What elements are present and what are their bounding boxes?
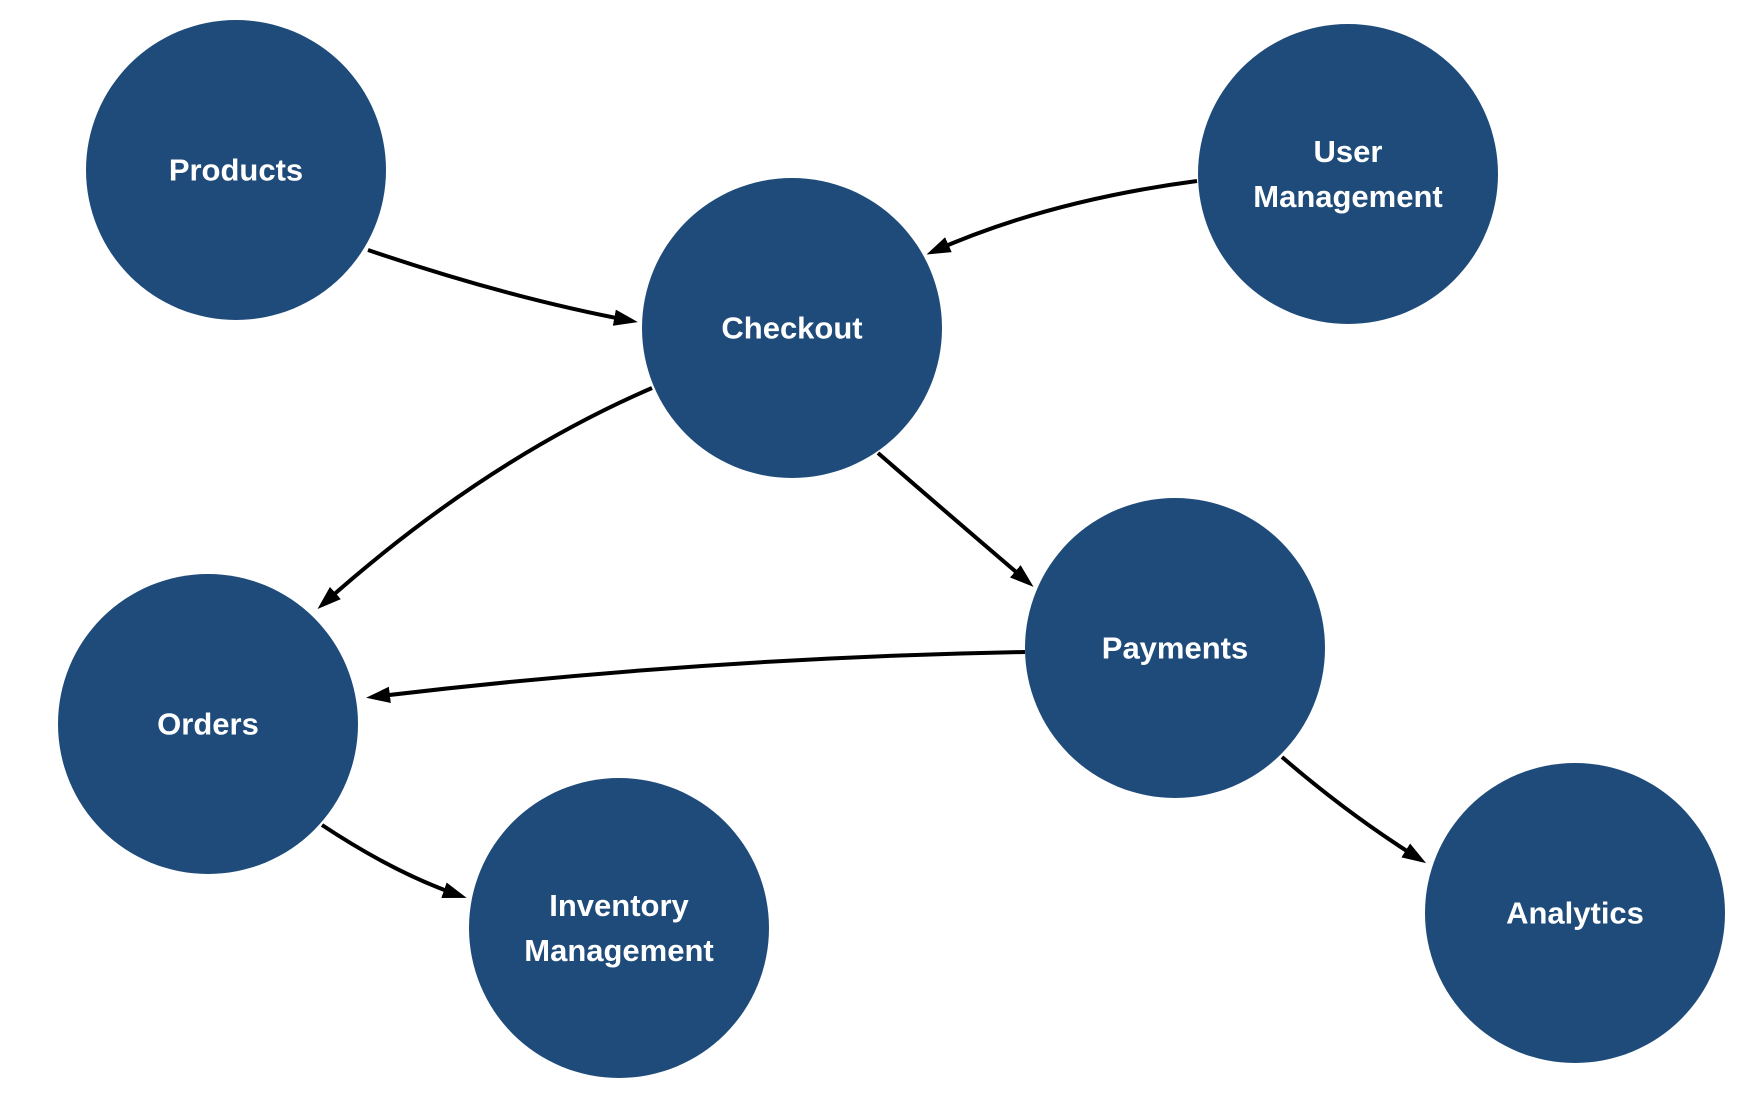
node-analytics[interactable]: Analytics: [1425, 763, 1725, 1063]
edge-checkout-to-payments: [876, 451, 1034, 587]
checkout-circle: [642, 178, 942, 478]
analytics-label: Analytics: [1506, 896, 1644, 931]
node-checkout[interactable]: Checkout: [642, 178, 942, 478]
edge-payments-to-analytics: [1280, 755, 1427, 864]
payments-label: Payments: [1102, 631, 1248, 666]
payments-circle: [1025, 498, 1325, 798]
analytics-circle: [1425, 763, 1725, 1063]
inventory-management-circle: [469, 778, 769, 1078]
orders-label: Orders: [157, 707, 259, 742]
orders-circle: [58, 574, 358, 874]
node-payments[interactable]: Payments: [1025, 498, 1325, 798]
node-products[interactable]: Products: [86, 20, 386, 320]
products-label: Products: [169, 153, 303, 188]
edge-user-management-to-checkout: [926, 179, 1198, 255]
edges-layer: [317, 179, 1427, 898]
edge-payments-to-orders: [366, 650, 1026, 703]
checkout-label: Checkout: [721, 311, 862, 346]
user-management-circle: [1198, 24, 1498, 324]
products-circle: [86, 20, 386, 320]
node-orders[interactable]: Orders: [58, 574, 358, 874]
edge-orders-to-inventory-management: [320, 823, 467, 898]
edge-checkout-to-orders: [317, 386, 653, 609]
edge-products-to-checkout: [367, 248, 638, 326]
